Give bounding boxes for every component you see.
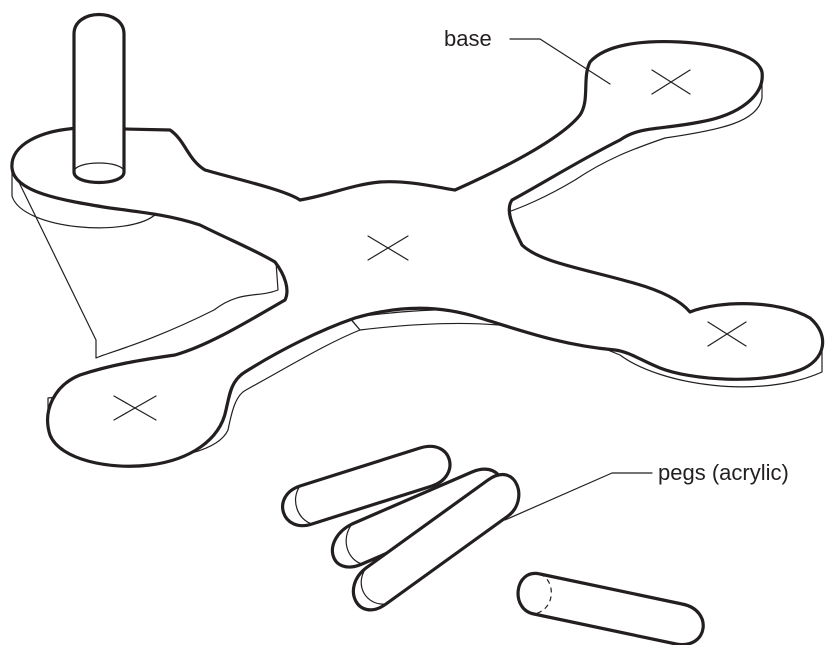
cross-mark-right <box>651 69 691 95</box>
cross-mark-lower-right <box>707 321 747 347</box>
base-callout: base <box>444 26 611 85</box>
cross-mark-lower-left <box>113 395 157 421</box>
loose-peg-1 <box>281 444 452 528</box>
base-leader-line <box>509 38 611 85</box>
pegs-label: pegs (acrylic) <box>658 460 789 485</box>
base-inner-edge-lower <box>225 371 246 411</box>
base-inner-edge-right <box>509 199 523 246</box>
pegs-callout: pegs (acrylic) <box>504 460 789 521</box>
base-inner-edge-left <box>274 261 288 301</box>
pegs-leader-line <box>504 472 653 521</box>
loose-peg-3 <box>351 472 521 612</box>
cross-mark-center <box>367 235 409 261</box>
loose-peg-4 <box>516 571 705 647</box>
upright-peg <box>72 13 126 184</box>
base-label: base <box>444 26 492 51</box>
base-top-face <box>10 40 825 468</box>
